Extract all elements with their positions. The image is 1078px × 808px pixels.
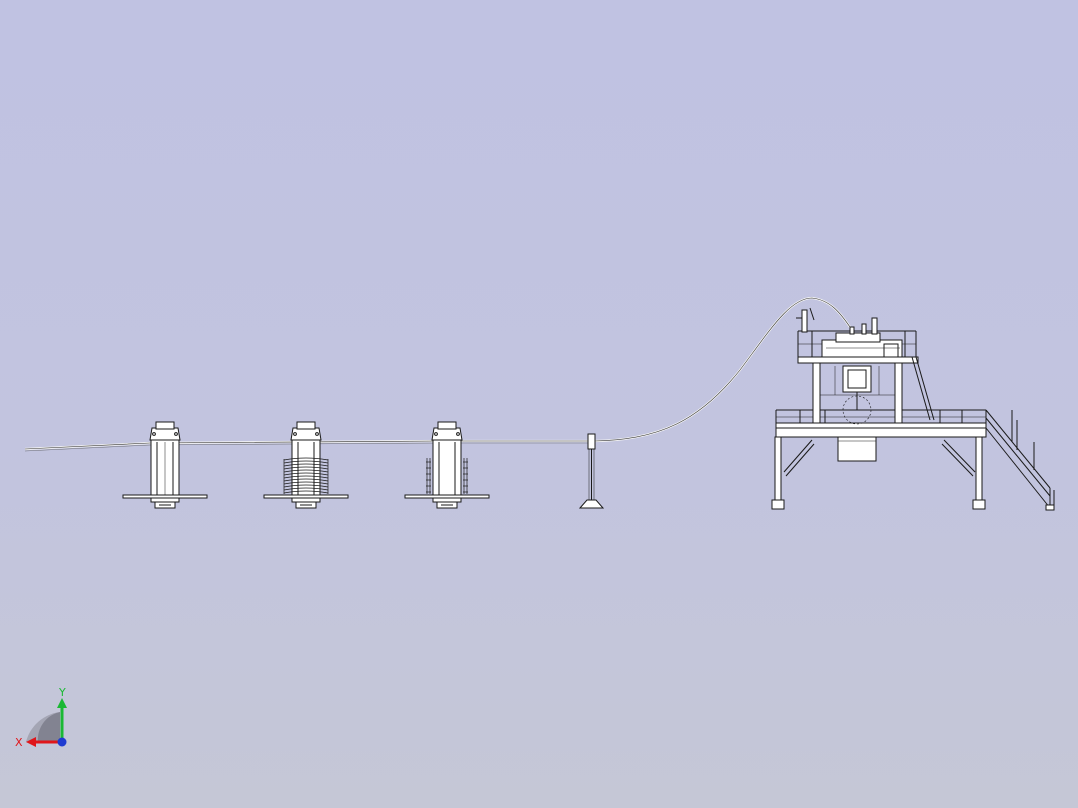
wire-coil: [283, 457, 329, 494]
wire-coil-partial: [426, 458, 468, 494]
z-axis-dot: [57, 737, 67, 747]
side-ladder: [911, 356, 935, 421]
pay-off-stand-1[interactable]: [122, 421, 208, 509]
stairway[interactable]: [985, 409, 1055, 511]
lower-deck: [775, 409, 987, 438]
guide-post[interactable]: [578, 433, 605, 509]
x-axis-label: X: [15, 736, 23, 749]
pay-off-stand-3[interactable]: [404, 421, 490, 509]
upper-equipment: [796, 307, 903, 358]
pay-off-stand-2[interactable]: [263, 421, 349, 509]
platform-legs: [771, 436, 986, 510]
processing-platform[interactable]: [771, 307, 1055, 511]
take-up-drum: [837, 436, 877, 462]
central-unit: [834, 365, 880, 425]
orientation-triad: Y X: [15, 686, 67, 749]
y-axis-label: Y: [58, 686, 66, 699]
